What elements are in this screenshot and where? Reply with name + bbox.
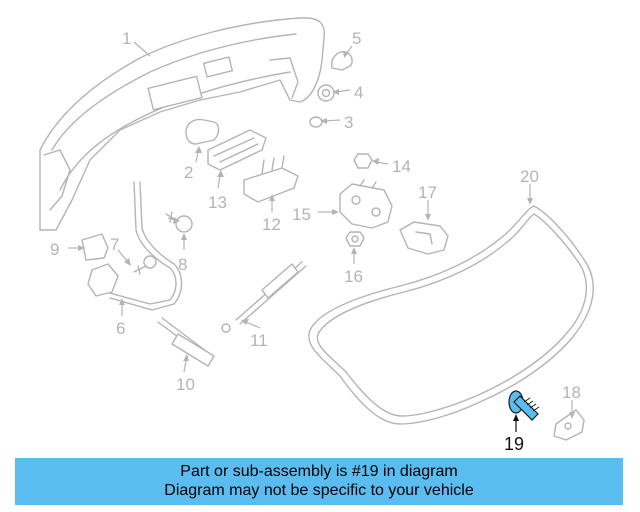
- leader-lines: [68, 41, 575, 432]
- callout-2: 2: [184, 163, 193, 182]
- callout-19: 19: [504, 434, 524, 454]
- striker-cover-part: [399, 221, 449, 255]
- grommet-part: [331, 51, 353, 71]
- bolt-7-part: [133, 255, 157, 275]
- button-part: [185, 118, 220, 145]
- banner-line-1: Part or sub-assembly is #19 in diagram: [180, 463, 458, 480]
- callout-1: 1: [122, 29, 131, 48]
- camera-part: [243, 155, 299, 203]
- gas-strut-11-part: [221, 261, 307, 333]
- bolt-8-part: [165, 211, 193, 233]
- bumper-part: [81, 233, 109, 261]
- callout-18: 18: [562, 383, 581, 402]
- banner-line-2: Diagram may not be specific to your vehi…: [164, 482, 474, 499]
- callout-3: 3: [344, 113, 353, 132]
- callout-5: 5: [352, 29, 361, 48]
- callout-4: 4: [354, 83, 363, 102]
- callout-7: 7: [110, 235, 119, 254]
- callout-12: 12: [262, 215, 281, 234]
- callout-20: 20: [520, 167, 539, 186]
- callout-16: 16: [344, 267, 363, 286]
- callout-14: 14: [392, 157, 411, 176]
- nut-part: [353, 153, 373, 169]
- callout-8: 8: [178, 255, 187, 274]
- callout-11: 11: [250, 331, 268, 350]
- callout-13: 13: [208, 193, 227, 212]
- washer-part: [317, 84, 335, 102]
- nut-16-part: [345, 231, 365, 247]
- bracket-part: [553, 409, 585, 441]
- gas-strut-10-part: [157, 317, 215, 367]
- o-ring-part: [309, 116, 323, 128]
- callout-10: 10: [176, 375, 195, 394]
- highlighted-bolt-part: [508, 390, 540, 421]
- trunk-lid-part: [39, 17, 325, 231]
- switch-housing-part: [207, 129, 267, 171]
- callout-17: 17: [418, 183, 437, 202]
- callout-9: 9: [50, 240, 59, 259]
- callout-6: 6: [116, 319, 125, 338]
- part-info-banner: Part or sub-assembly is #19 in diagram D…: [15, 458, 623, 505]
- callout-15: 15: [292, 205, 311, 224]
- weatherstrip-part: [308, 205, 594, 425]
- latch-part: [339, 179, 393, 229]
- callout-labels: 1 5 4 3 2 13 12 14 15 16 17 20 9 7 8 6 1…: [50, 29, 581, 454]
- hinge-part: [87, 181, 183, 311]
